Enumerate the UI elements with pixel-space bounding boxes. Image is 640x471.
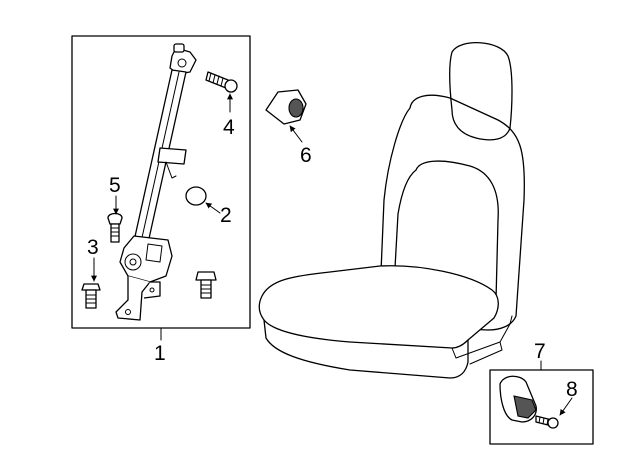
leader-lines: [91, 93, 573, 416]
bolt-3-icon: [81, 283, 101, 309]
callout-3: 3: [87, 236, 99, 259]
bolt-5-icon: [107, 212, 123, 243]
bolt-4-icon: [205, 71, 238, 93]
callout-7: 7: [534, 340, 546, 363]
callout-6: 6: [300, 144, 312, 167]
clip-7-icon: [499, 375, 537, 423]
seat-illustration: [258, 41, 526, 379]
screw-8-icon: [535, 415, 559, 429]
cover-6-icon: [265, 89, 307, 125]
callout-4: 4: [223, 116, 235, 139]
seat-belt-assembly: [115, 43, 197, 321]
bolt-icon: [195, 271, 217, 299]
callout-5: 5: [109, 174, 121, 197]
cap-2-icon: [185, 186, 207, 206]
callout-2: 2: [220, 204, 232, 227]
callout-8: 8: [566, 378, 578, 401]
callout-1: 1: [154, 342, 166, 365]
